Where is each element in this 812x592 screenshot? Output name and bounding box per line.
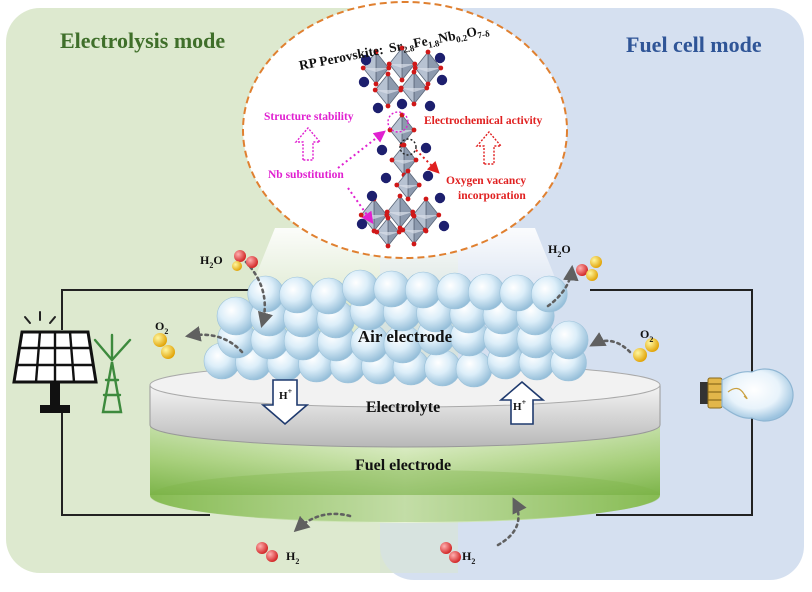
h2o-molecule-right [576, 256, 602, 281]
h2-label-left: H2 [286, 549, 299, 566]
wind-turbine-icon [93, 333, 132, 414]
nb-highlight [387, 111, 409, 133]
sr-atom [372, 102, 384, 114]
air-electrode-particle [278, 276, 316, 314]
sr-atom [396, 98, 408, 110]
h2o-label-right: H2O [548, 242, 571, 259]
activity-up-arrow [475, 130, 503, 165]
octahedron [412, 49, 444, 87]
h2-molecule-right [440, 542, 461, 563]
electrolysis-title: Electrolysis mode [60, 28, 225, 53]
oxygen-vacancy-label-2: incorporation [458, 190, 526, 202]
sr-atom [436, 74, 448, 86]
light-bulb-icon [700, 368, 794, 422]
air-electrode-particle [530, 275, 568, 313]
fuelcell-title: Fuel cell mode [626, 32, 762, 57]
h2-molecule-left [256, 542, 278, 562]
air-electrode-particle [216, 296, 256, 336]
vacancy-highlight [399, 138, 417, 156]
sr-atom [422, 170, 434, 182]
sr-atom [356, 218, 368, 230]
air-electrode-particle [455, 350, 493, 388]
air-electrode-particle [404, 271, 442, 309]
octahedron [384, 193, 416, 231]
sr-atom [358, 76, 370, 88]
proton-up-label: H+ [513, 398, 527, 413]
air-electrode-spheres [203, 269, 589, 388]
octahedron [374, 215, 402, 249]
air-electrode-particle [247, 275, 285, 313]
air-electrode-particle [373, 270, 411, 308]
air-electrode-particle [341, 269, 379, 307]
proton-arrow-up: H+ [498, 380, 546, 425]
sr-atom [434, 192, 446, 204]
fuel-electrode-label: Fuel electrode [355, 457, 451, 474]
structure-stability-label: Structure stability [264, 111, 354, 123]
sr-atom [360, 54, 372, 66]
h2-label-right: H2 [462, 549, 475, 566]
octahedron [360, 49, 392, 87]
oxygen-vacancy-label: Oxygen vacancy [446, 175, 526, 187]
solar-panel-icon [12, 311, 98, 413]
octahedron [398, 69, 430, 107]
electrochemical-activity-label: Electrochemical activity [424, 115, 543, 127]
stability-up-arrow [294, 126, 322, 161]
air-electrode-particle [310, 277, 348, 315]
o2-label-left: O2 [155, 319, 168, 336]
h2o-label-left: H2O [200, 253, 223, 270]
sr-atom [366, 190, 378, 202]
air-electrode-label: Air electrode [358, 327, 453, 346]
o2-molecule-left [153, 333, 175, 359]
red-pointers [415, 149, 440, 174]
air-electrode-particle [549, 320, 589, 360]
circuit-wires [61, 289, 753, 516]
air-electrode-particle [436, 272, 474, 310]
air-electrode-particle [424, 349, 461, 387]
electrolyte-label: Electrolyte [366, 399, 440, 416]
octahedron [389, 142, 419, 178]
octahedron [386, 45, 418, 83]
proton-arrow-down: H+ [260, 379, 310, 426]
sr-atom [376, 144, 388, 156]
air-electrode-particle [467, 273, 505, 311]
sr-atom [420, 142, 432, 154]
octahedron [394, 168, 422, 202]
o2-label-right: O2 [640, 327, 653, 344]
magenta-pointers [337, 130, 386, 224]
proton-down-label: H+ [279, 387, 293, 402]
h2o-molecule-left [232, 250, 258, 271]
air-electrode-particle [499, 274, 537, 312]
sr-atom [424, 100, 436, 112]
octahedron [372, 71, 404, 109]
nb-substitution-label: Nb substitution [268, 169, 344, 181]
sr-atom [438, 220, 450, 232]
sr-atom [380, 172, 392, 184]
o2-molecule-right [633, 338, 659, 362]
octahedron [400, 213, 428, 247]
sr-atom [434, 52, 446, 64]
